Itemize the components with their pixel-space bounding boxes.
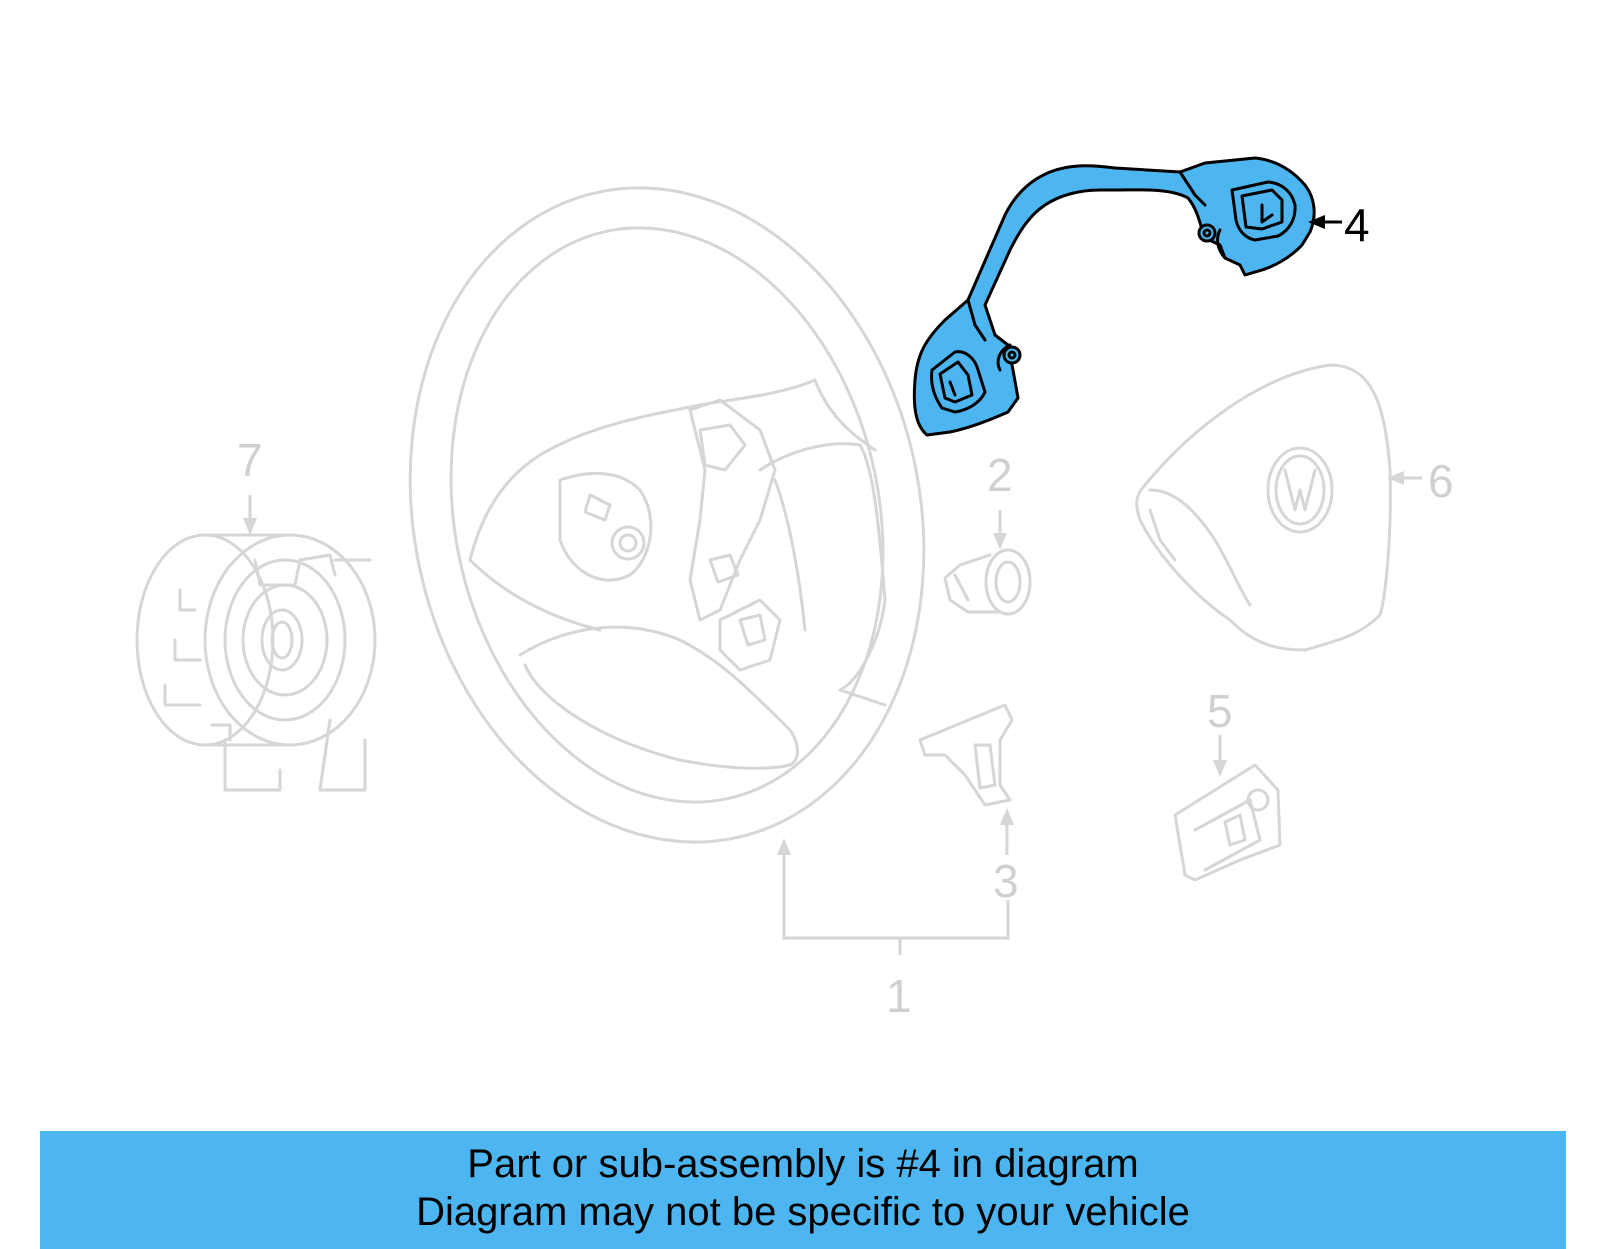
steering-wheel-part[interactable] xyxy=(351,140,983,891)
callout-4-leader xyxy=(1308,215,1342,229)
clock-spring-part[interactable] xyxy=(135,533,377,792)
callout-4: 4 xyxy=(1344,199,1370,251)
info-banner: Part or sub-assembly is #4 in diagram Di… xyxy=(40,1131,1566,1249)
leader-arrowheads xyxy=(243,471,1404,855)
callout-3: 3 xyxy=(993,855,1019,907)
callout-2: 2 xyxy=(987,449,1013,501)
callout-6: 6 xyxy=(1428,455,1454,507)
part-3[interactable] xyxy=(918,703,1014,807)
callout-7: 7 xyxy=(237,434,263,486)
part-2[interactable] xyxy=(943,548,1032,616)
callout-1: 1 xyxy=(886,970,912,1022)
callout-5: 5 xyxy=(1207,685,1233,737)
banner-line-disclaimer: Diagram may not be specific to your vehi… xyxy=(416,1190,1190,1234)
multifunction-switch-part-highlighted[interactable] xyxy=(912,156,1316,437)
banner-line-part-number: Part or sub-assembly is #4 in diagram xyxy=(467,1142,1139,1186)
airbag-part[interactable] xyxy=(1135,363,1392,652)
leader-lines xyxy=(248,476,1422,955)
part-5[interactable] xyxy=(1173,763,1282,882)
